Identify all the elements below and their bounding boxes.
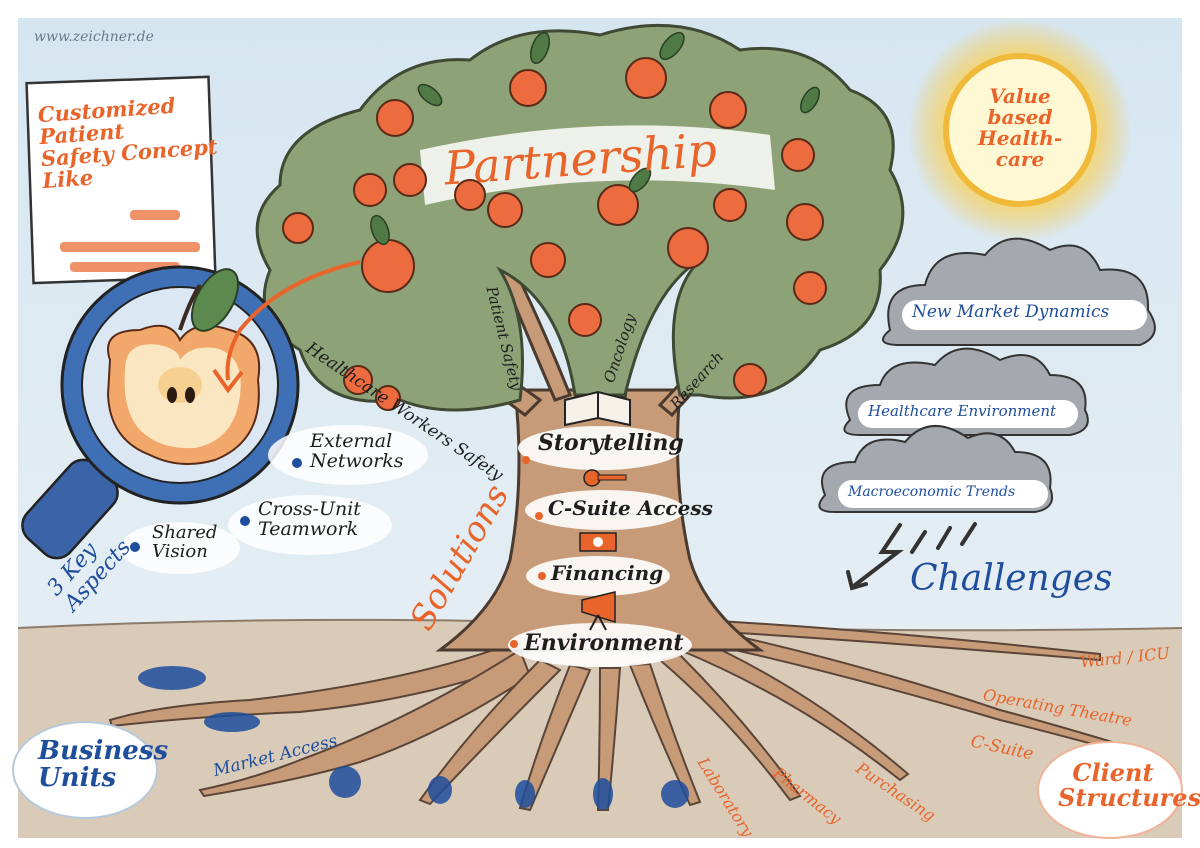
business-units-oval xyxy=(12,721,158,819)
magnifying-glass xyxy=(21,265,300,560)
megaphone-icon xyxy=(581,591,616,631)
aspect-external-networks: External Networks xyxy=(310,430,404,472)
cloud-label-new-market-dynamics: New Market Dynamics xyxy=(912,302,1110,322)
client-structures-oval xyxy=(1037,741,1183,839)
roots xyxy=(108,618,1154,812)
money-icon xyxy=(579,532,617,552)
bullet xyxy=(538,572,546,580)
solution-financing: Financing xyxy=(551,561,664,585)
arrowhead xyxy=(212,368,244,394)
arrow-apple-to-magnifier xyxy=(225,260,361,381)
partnership-banner xyxy=(420,125,775,205)
aspect-ovals xyxy=(120,425,428,574)
bullet xyxy=(522,456,530,464)
solution-storytelling: Storytelling xyxy=(538,430,684,456)
sign-text: Customized Patient Safety Concept Like xyxy=(37,92,219,194)
solution-environment: Environment xyxy=(524,630,684,656)
bullet xyxy=(240,516,250,526)
dot-patches xyxy=(138,666,689,810)
cloud-label-macroeconomic-trends: Macroeconomic Trends xyxy=(848,484,1016,500)
challenges-label: Challenges xyxy=(910,558,1113,599)
aspect-cross-unit-teamwork: Cross-Unit Teamwork xyxy=(258,498,361,540)
client-structures-label: Client Structures xyxy=(1058,758,1200,813)
sun xyxy=(908,18,1132,242)
business-units-label: Business Units xyxy=(38,736,169,794)
key-icon xyxy=(583,469,627,487)
book-icon xyxy=(564,390,631,427)
bullet xyxy=(510,640,518,648)
cloud-new-market-dynamics xyxy=(881,237,1156,346)
bullet xyxy=(130,542,140,552)
bullet xyxy=(535,512,543,520)
sun-text: Value based Health- care xyxy=(977,84,1063,171)
cloud-label-healthcare-environment: Healthcare Environment xyxy=(868,402,1057,420)
leaves xyxy=(370,31,821,246)
bullet xyxy=(292,458,302,468)
cloud-macroeconomic-trends xyxy=(818,424,1054,513)
cloud-healthcare-environment xyxy=(843,347,1089,436)
solution-c-suite-access: C-Suite Access xyxy=(548,496,713,520)
solution-ovals xyxy=(508,426,692,667)
aspect-shared-vision: Shared Vision xyxy=(152,522,218,562)
watermark: www.zeichner.de xyxy=(34,29,154,45)
rain-strokes xyxy=(846,522,977,591)
sign-board xyxy=(25,75,217,331)
